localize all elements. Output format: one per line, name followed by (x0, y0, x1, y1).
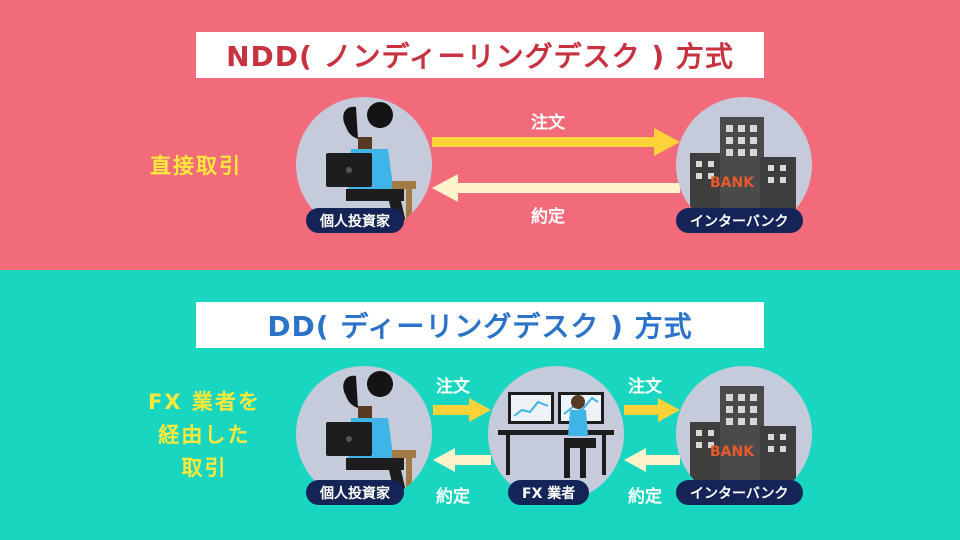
bank-label: インターバンク (676, 480, 803, 505)
contract-label: 約定 (531, 207, 565, 227)
ndd-panel: NDD( ノンディーリングデスク ) 方式 直接取引 個人投資家 注文 約定 (0, 0, 960, 270)
order-arrow (624, 398, 680, 422)
ndd-title: NDD( ノンディーリングデスク ) 方式 (196, 32, 764, 78)
dd-side-label: FX 業者を 経由した 取引 (148, 386, 261, 485)
contract-arrow (624, 448, 680, 472)
bank-building-icon (690, 386, 796, 482)
order-arrow (432, 128, 680, 156)
broker-illustration (488, 366, 624, 502)
contract-arrow (433, 448, 491, 472)
investor-label: 個人投資家 (306, 480, 404, 505)
investor-label: 個人投資家 (306, 208, 404, 233)
bank-sign: BANK (710, 444, 755, 460)
bank-building-icon (690, 117, 796, 213)
order-label: 注文 (531, 113, 565, 133)
bank-illustration: BANK (676, 366, 812, 502)
woman-laptop-icon (326, 102, 416, 233)
contract-arrow (432, 174, 680, 202)
dd-title: DD( ディーリングデスク ) 方式 (196, 302, 764, 348)
dd-panel: DD( ディーリングデスク ) 方式 FX 業者を 経由した 取引 個人投資家 … (0, 270, 960, 540)
ndd-side-label: 直接取引 (150, 154, 242, 178)
order-label: 注文 (436, 377, 470, 397)
contract-label: 約定 (436, 487, 470, 507)
investor-illustration (296, 366, 432, 502)
broker-label: FX 業者 (508, 480, 590, 505)
order-arrow (433, 398, 491, 422)
dd-side-label-line: FX 業者を (148, 390, 261, 414)
contract-label: 約定 (628, 487, 662, 507)
dd-side-label-line: 経由した (158, 423, 251, 447)
woman-laptop-icon (326, 371, 416, 502)
order-label: 注文 (628, 377, 662, 397)
bank-sign: BANK (710, 175, 755, 191)
dd-side-label-line: 取引 (181, 456, 228, 480)
trader-monitors-icon (498, 392, 614, 478)
bank-label: インターバンク (676, 208, 803, 233)
